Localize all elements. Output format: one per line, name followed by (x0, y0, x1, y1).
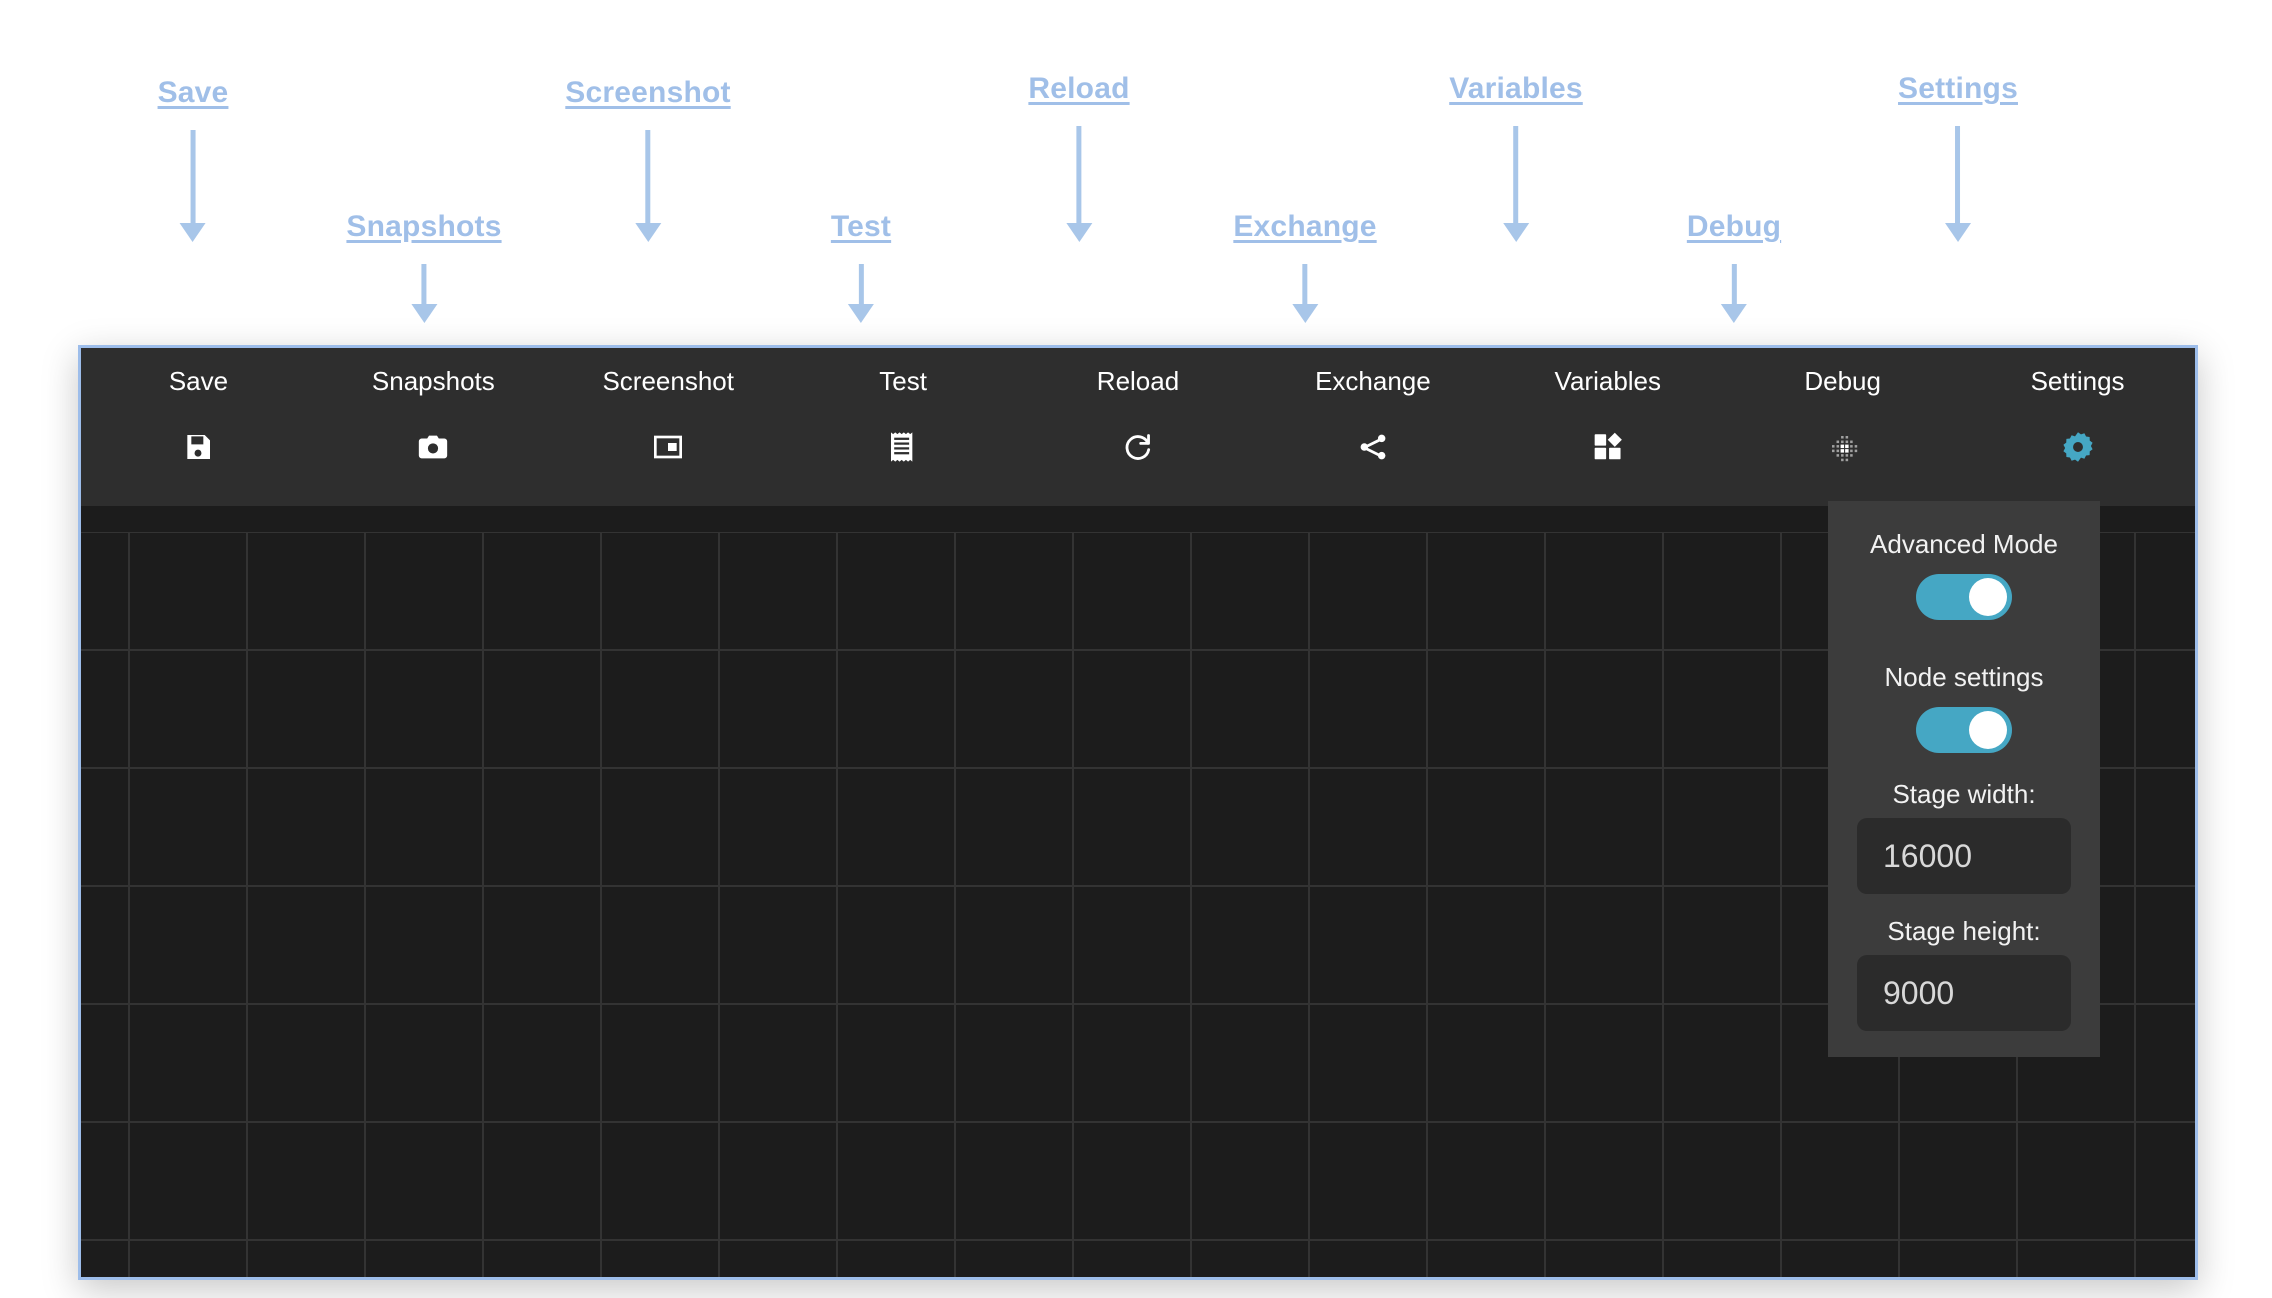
toolbar-button-label: Test (879, 366, 927, 396)
node-settings-toggle-knob (1969, 711, 2007, 749)
arrow-shaft (1076, 126, 1082, 223)
annotation-callout-reload: Reload (1028, 72, 1130, 242)
floppy-disk-icon[interactable] (181, 430, 215, 464)
toolbar-button-label: Save (168, 366, 229, 396)
annotation-arrow-down-icon (1944, 126, 1971, 242)
arrow-shaft (190, 130, 196, 223)
stage-height-value: 9000 (1883, 974, 1955, 1011)
arrow-head (634, 223, 661, 242)
gear-icon[interactable] (2061, 430, 2095, 464)
stage-width-label: Stage width: (1892, 779, 2036, 809)
arrow-head (847, 304, 874, 323)
annotation-label: Test (830, 210, 892, 243)
annotation-callout-screenshot: Screenshot (565, 76, 731, 242)
toolbar-button-label: Variables (1554, 366, 1662, 396)
annotation-callout-debug: Debug (1686, 210, 1782, 323)
advanced-mode-toggle-knob (1969, 578, 2007, 616)
toolbar-button-settings[interactable]: Settings (1960, 348, 2195, 464)
stage-width-input[interactable]: 16000 (1857, 818, 2071, 894)
arrow-shaft (1731, 264, 1737, 304)
main-toolbar: Save Snapshots Screenshot Test Reload Exchang… (81, 348, 2195, 506)
stage-height-input[interactable]: 9000 (1857, 955, 2071, 1031)
toolbar-button-save[interactable]: Save (81, 348, 316, 464)
annotation-label: Snapshots (346, 210, 502, 243)
annotation-arrow-down-icon (180, 130, 206, 242)
arrow-shaft (1955, 126, 1961, 223)
widgets-icon[interactable] (1591, 430, 1625, 464)
application-window: Save Snapshots Screenshot Test Reload Exchang… (78, 345, 2198, 1280)
arrow-shaft (1302, 264, 1308, 304)
arrow-head (1065, 223, 1092, 242)
toolbar-button-debug[interactable]: Debug (1725, 348, 1960, 464)
annotation-arrow-down-icon (1291, 264, 1318, 323)
toolbar-button-variables[interactable]: Variables (1490, 348, 1725, 464)
annotation-arrow-down-icon (847, 264, 874, 323)
toolbar-button-exchange[interactable]: Exchange (1255, 348, 1490, 464)
arrow-head (180, 223, 206, 242)
annotation-callout-snapshots: Snapshots (346, 210, 502, 323)
annotation-label: Reload (1028, 72, 1130, 105)
toolbar-button-label: Debug (1804, 366, 1881, 396)
arrow-head (1502, 223, 1529, 242)
share-icon[interactable] (1356, 430, 1390, 464)
annotation-arrow-down-icon (1065, 126, 1092, 242)
toolbar-button-screenshot[interactable]: Screenshot (551, 348, 786, 464)
annotation-arrow-down-icon (1720, 264, 1747, 323)
annotation-callout-test: Test (830, 210, 892, 323)
arrow-head (411, 304, 437, 323)
annotation-label: Variables (1449, 72, 1583, 105)
toolbar-button-label: Settings (2030, 366, 2125, 396)
arrow-shaft (1513, 126, 1519, 223)
refresh-icon[interactable] (1121, 430, 1155, 464)
annotation-arrow-down-icon (634, 130, 661, 242)
node-settings-toggle[interactable] (1916, 707, 2012, 753)
toolbar-button-label: Snapshots (371, 366, 495, 396)
annotation-arrow-down-icon (1502, 126, 1529, 242)
arrow-head (1944, 223, 1971, 242)
annotation-label: Exchange (1233, 210, 1377, 243)
annotation-callout-variables: Variables (1449, 72, 1583, 242)
camera-icon[interactable] (416, 430, 450, 464)
dot-grid-icon[interactable] (1826, 430, 1860, 464)
settings-dropdown-panel: Advanced Mode Node settings Stage width:… (1828, 501, 2100, 1057)
arrow-shaft (858, 264, 864, 304)
frame-inset-icon[interactable] (651, 430, 685, 464)
toolbar-button-snapshots[interactable]: Snapshots (316, 348, 551, 464)
annotation-callout-save: Save (157, 76, 229, 242)
annotation-label: Screenshot (565, 76, 731, 109)
toolbar-button-label: Screenshot (602, 366, 734, 396)
toolbar-button-label: Reload (1096, 366, 1180, 396)
node-settings-label: Node settings (1884, 662, 2044, 692)
annotation-arrow-down-icon (411, 264, 437, 323)
annotation-callout-settings: Settings (1898, 72, 2018, 242)
arrow-head (1720, 304, 1747, 323)
arrow-head (1291, 304, 1318, 323)
advanced-mode-label: Advanced Mode (1870, 529, 2058, 559)
toolbar-button-reload[interactable]: Reload (1021, 348, 1256, 464)
advanced-mode-toggle[interactable] (1916, 574, 2012, 620)
annotation-label: Settings (1898, 72, 2018, 105)
receipt-list-icon[interactable] (886, 430, 920, 464)
annotation-label: Save (157, 76, 229, 109)
stage-width-value: 16000 (1883, 837, 1972, 874)
arrow-shaft (421, 264, 427, 304)
stage-height-label: Stage height: (1887, 916, 2041, 946)
annotation-callout-exchange: Exchange (1233, 210, 1377, 323)
annotation-label: Debug (1686, 210, 1782, 243)
toolbar-button-label: Exchange (1315, 366, 1431, 396)
arrow-shaft (645, 130, 651, 223)
toolbar-button-test[interactable]: Test (786, 348, 1021, 464)
